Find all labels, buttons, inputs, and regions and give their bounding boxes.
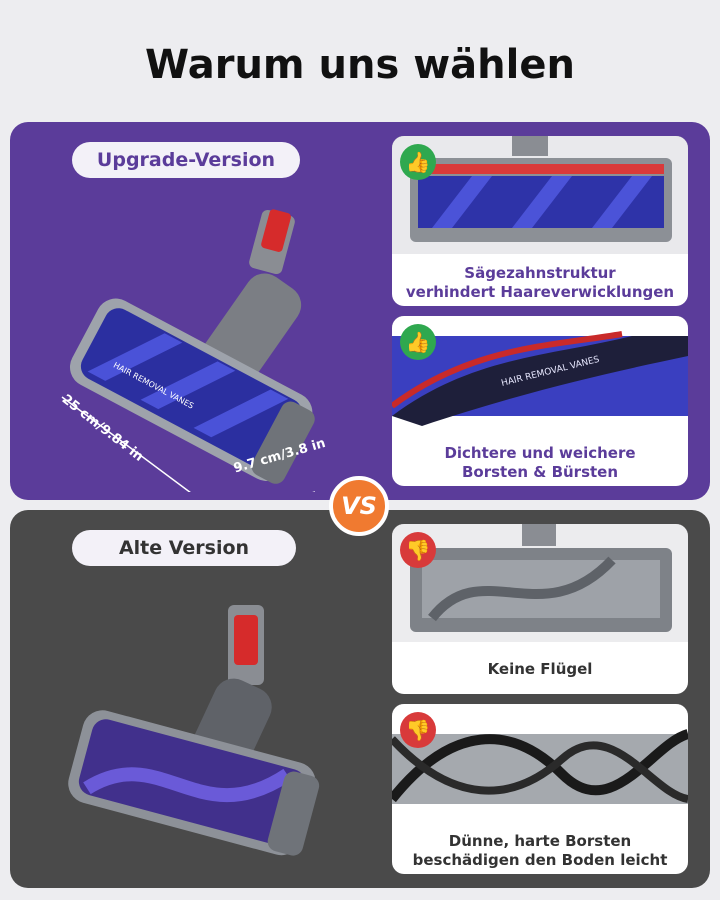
old-card-hard-bristles: 👎 Dünne, harte Borsten beschädigen den B… bbox=[392, 704, 688, 874]
card-caption-line1: Dichtere und weichere bbox=[444, 444, 636, 462]
upgrade-panel: Upgrade-Version HAIR REMOVAL VANES 25 cm… bbox=[10, 122, 710, 500]
upgrade-label: Upgrade-Version bbox=[72, 142, 300, 178]
thumbs-down-icon: 👎 bbox=[400, 712, 436, 748]
dense-bristles-image: HAIR REMOVAL VANES bbox=[392, 316, 688, 434]
thumbs-up-icon: 👍 bbox=[400, 144, 436, 180]
no-vanes-brush-image bbox=[392, 524, 688, 642]
card-caption-line2: Borsten & Bürsten bbox=[461, 463, 619, 481]
vs-badge: VS bbox=[329, 476, 389, 536]
upgrade-card-bristles: HAIR REMOVAL VANES 👍 Dichtere und weiche… bbox=[392, 316, 688, 486]
card-caption-line1: Dünne, harte Borsten bbox=[448, 832, 632, 850]
old-label: Alte Version bbox=[72, 530, 296, 566]
hard-bristles-image bbox=[392, 704, 688, 822]
thumbs-down-icon: 👎 bbox=[400, 532, 436, 568]
card-caption-line2: verhindert Haareverwicklungen bbox=[405, 283, 675, 301]
upgrade-card-saw-tooth: 👍 Sägezahnstruktur verhindert Haareverwi… bbox=[392, 136, 688, 306]
card-caption-line2: beschädigen den Boden leicht bbox=[412, 851, 668, 869]
old-panel: Alte Version 👎 Keine Flügel bbox=[10, 510, 710, 888]
old-card-no-vanes: 👎 Keine Flügel bbox=[392, 524, 688, 694]
card-caption-line1: Keine Flügel bbox=[487, 660, 593, 678]
page-title: Warum uns wählen bbox=[145, 42, 575, 88]
thumbs-up-icon: 👍 bbox=[400, 324, 436, 360]
old-brush-head-image bbox=[68, 605, 320, 856]
saw-tooth-brush-image bbox=[392, 136, 688, 254]
upgrade-brush-head-image: HAIR REMOVAL VANES bbox=[61, 209, 315, 492]
card-caption-line1: Sägezahnstruktur bbox=[464, 264, 616, 282]
